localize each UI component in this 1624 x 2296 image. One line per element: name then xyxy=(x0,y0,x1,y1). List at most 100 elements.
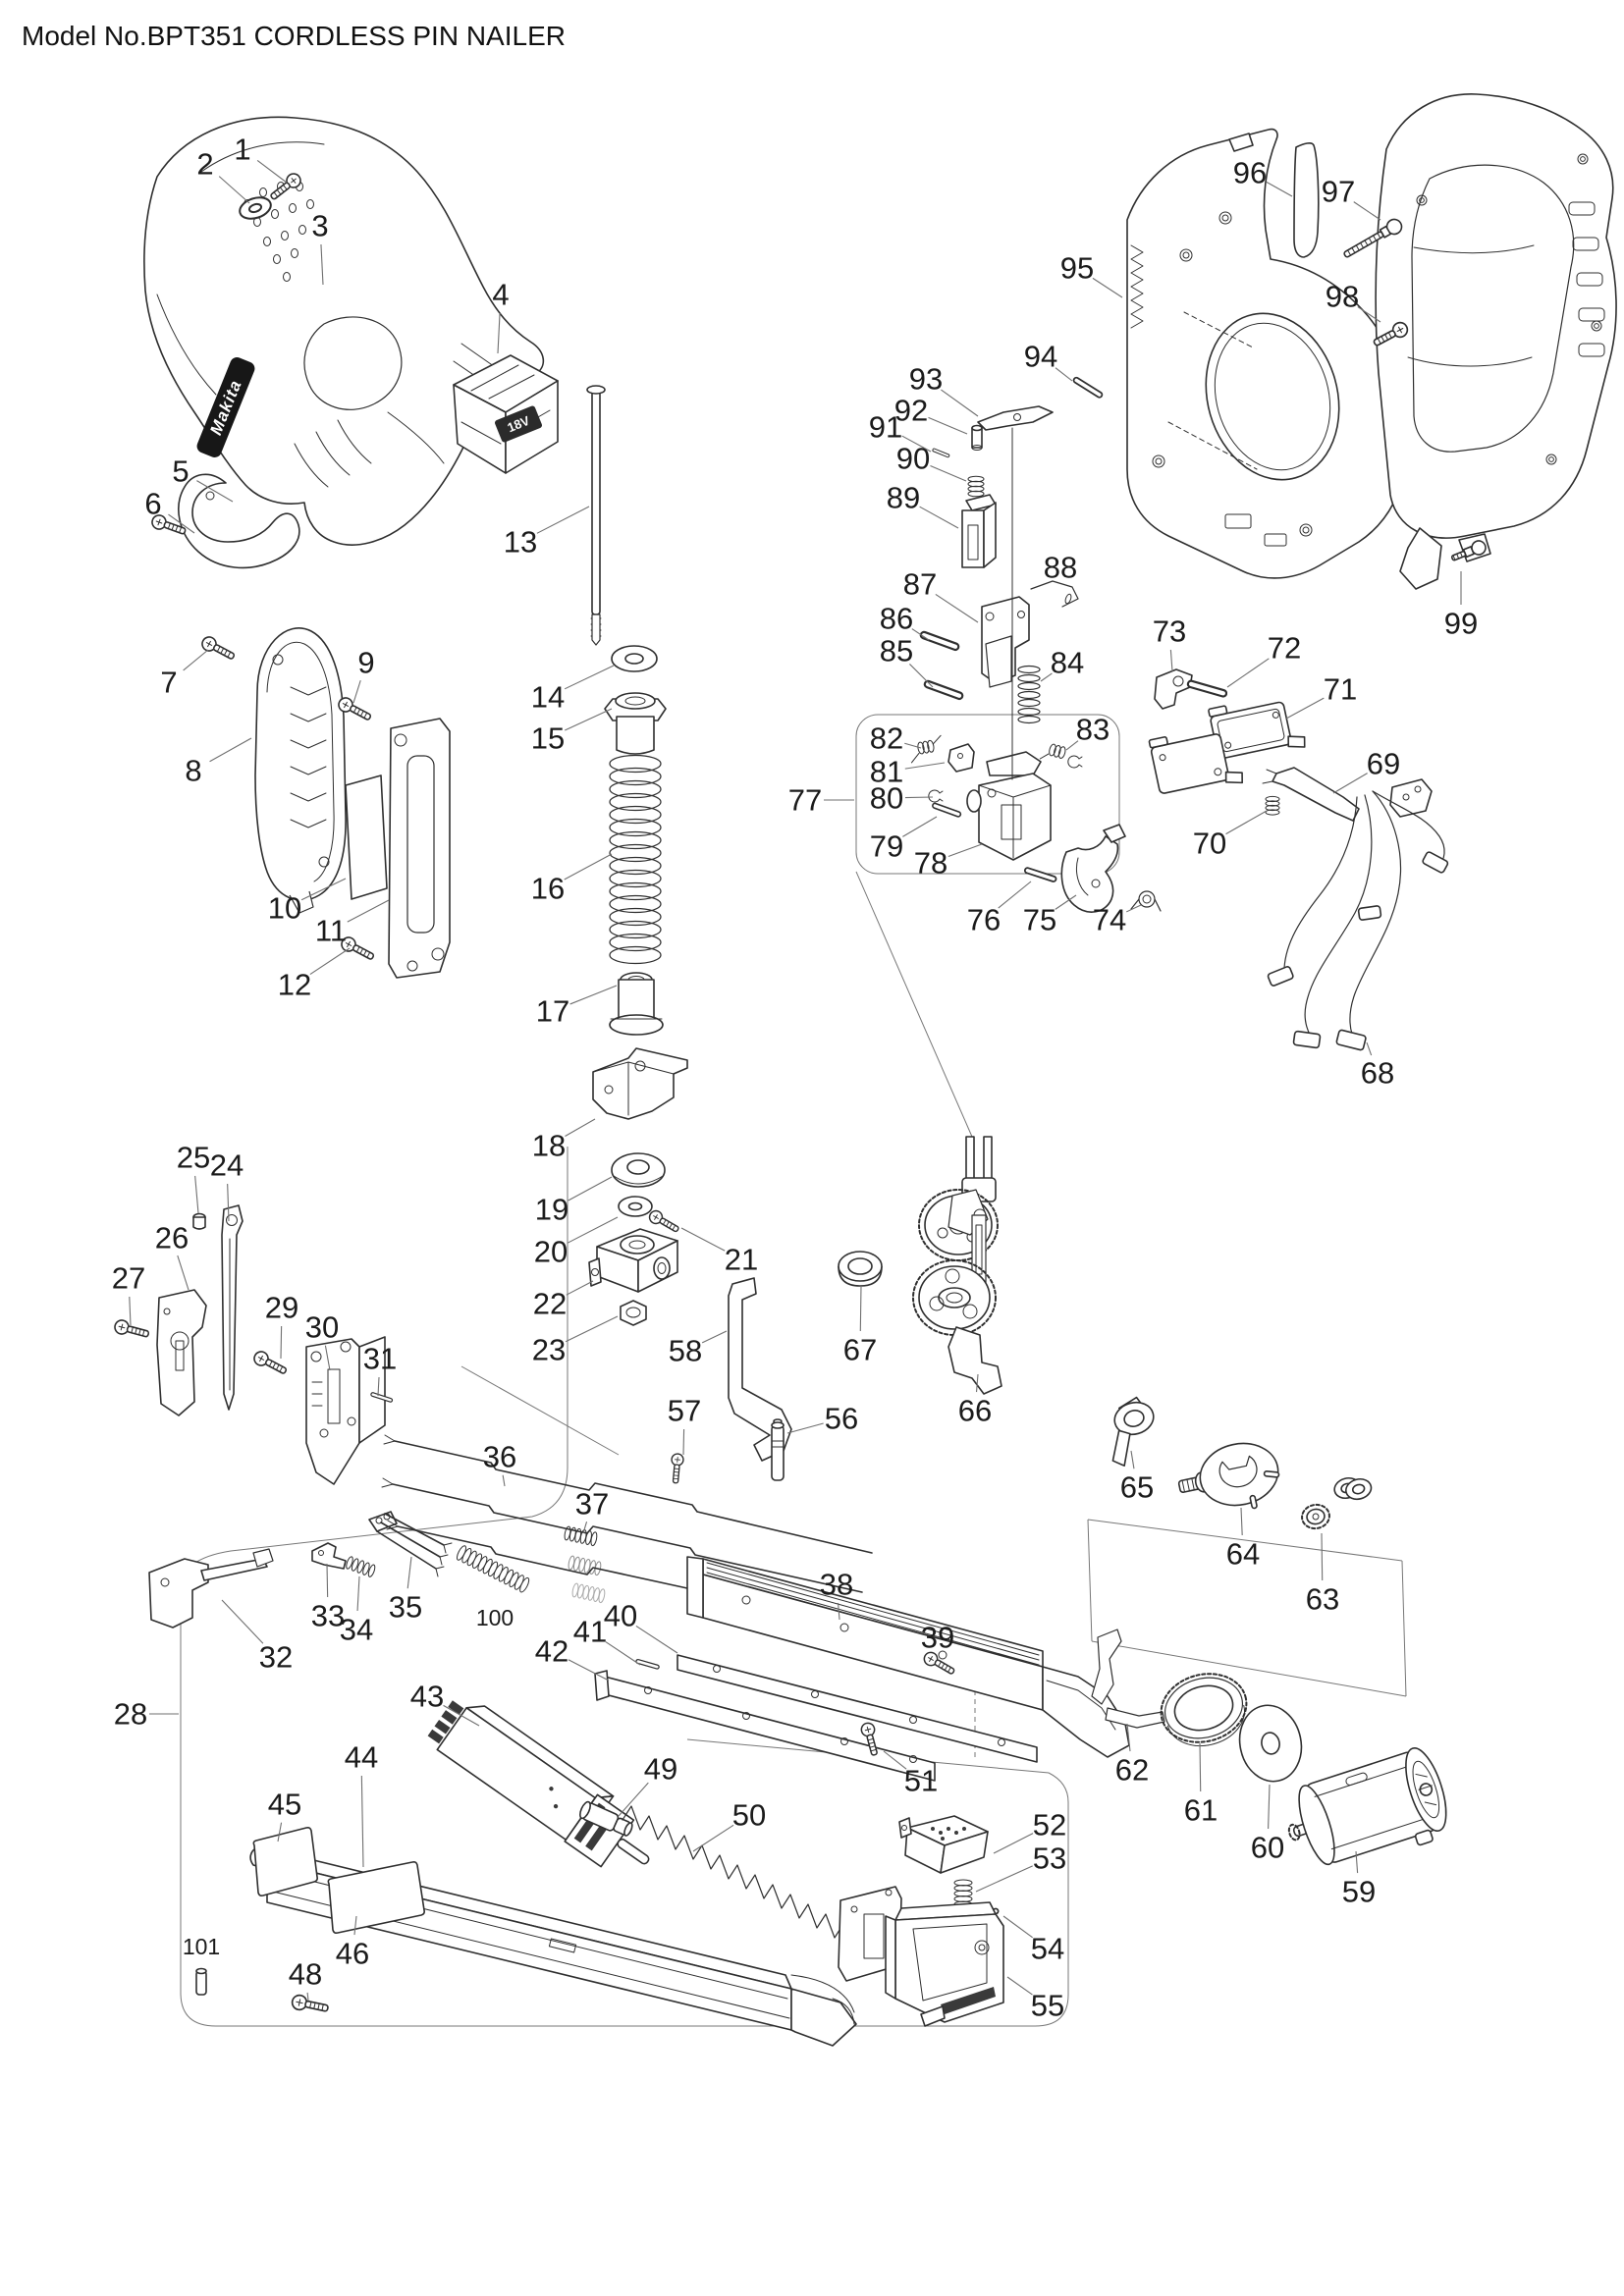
gear-plate-64 xyxy=(1177,1442,1280,1510)
leader-line-40 xyxy=(635,1625,678,1654)
part-label-45: 45 xyxy=(268,1788,301,1822)
part-label-80: 80 xyxy=(870,781,903,816)
leader-line-83 xyxy=(1065,740,1079,751)
part-label-55: 55 xyxy=(1031,1989,1064,2023)
part-label-27: 27 xyxy=(112,1261,145,1296)
part-label-81: 81 xyxy=(870,755,903,789)
part-label-22: 22 xyxy=(533,1287,567,1321)
screw-7-icon xyxy=(198,633,238,665)
leader-line-76 xyxy=(998,881,1032,909)
leader-line-95 xyxy=(1092,277,1123,298)
washer-14 xyxy=(611,645,658,672)
leader-line-10 xyxy=(300,878,347,901)
part-label-31: 31 xyxy=(363,1342,397,1376)
spring-37b-icon xyxy=(568,1555,602,1576)
pin-72-icon xyxy=(1186,678,1228,699)
leader-line-43 xyxy=(443,1704,480,1727)
pin-79-icon xyxy=(931,801,962,819)
part-label-20: 20 xyxy=(534,1235,568,1269)
part-label-78: 78 xyxy=(914,846,947,881)
part-label-13: 13 xyxy=(504,525,537,560)
part-label-21: 21 xyxy=(725,1243,758,1277)
spring-37c-icon xyxy=(571,1582,606,1604)
screw-29-icon xyxy=(250,1348,290,1379)
leader-line-25 xyxy=(194,1175,199,1214)
leader-line-6 xyxy=(168,513,195,534)
spring-50-icon xyxy=(622,1805,853,1949)
cylinder-92 xyxy=(971,424,983,451)
part-label-50: 50 xyxy=(732,1798,766,1833)
part-label-36: 36 xyxy=(483,1440,516,1474)
leader-line-67 xyxy=(859,1285,862,1332)
driver-blade-24 xyxy=(221,1204,244,1411)
construction-lines xyxy=(180,871,1407,2027)
leader-line-54 xyxy=(1002,1915,1034,1939)
assembly-box-77 xyxy=(855,714,1120,875)
latch-cluster xyxy=(148,1511,453,1629)
slider-89 xyxy=(961,494,997,568)
part-label-49: 49 xyxy=(644,1752,677,1787)
part-label-89: 89 xyxy=(887,481,920,515)
part-label-77: 77 xyxy=(788,783,822,818)
pin-91-icon xyxy=(931,448,950,458)
part-label-76: 76 xyxy=(967,903,1001,937)
cover-8 xyxy=(254,627,347,914)
sticker-46 xyxy=(327,1861,425,1934)
part-label-56: 56 xyxy=(825,1402,858,1436)
bushing-67 xyxy=(838,1251,883,1287)
leader-line-96 xyxy=(1266,181,1293,197)
latch-81 xyxy=(947,743,975,773)
spring-wire-88 xyxy=(1030,580,1079,608)
part-label-18: 18 xyxy=(532,1129,566,1163)
part-label-59: 59 xyxy=(1342,1875,1376,1909)
part-label-3: 3 xyxy=(311,209,328,243)
grommet-19 xyxy=(611,1152,666,1188)
housing-cluster xyxy=(1071,93,1617,590)
leader-line-87 xyxy=(935,594,979,623)
part-label-9: 9 xyxy=(357,646,374,680)
leader-line-42 xyxy=(568,1659,610,1682)
leader-line-82 xyxy=(904,742,922,749)
bracket-32 xyxy=(148,1548,274,1629)
lever-93 xyxy=(977,405,1054,780)
spring-82-icon xyxy=(910,734,942,764)
part-label-39: 39 xyxy=(921,1621,954,1655)
part-label-25: 25 xyxy=(177,1141,210,1175)
bracket-11 xyxy=(388,718,451,979)
leader-line-21 xyxy=(680,1227,726,1252)
spring-70-icon xyxy=(1265,795,1280,816)
leader-line-20 xyxy=(567,1216,619,1244)
pusher-43 xyxy=(427,1700,650,1868)
part-label-84: 84 xyxy=(1051,646,1084,680)
leader-line-23 xyxy=(565,1315,619,1343)
trigger-75 xyxy=(1060,824,1126,913)
part-label-42: 42 xyxy=(535,1634,568,1669)
ratchet-cluster xyxy=(669,1136,1002,1484)
leader-line-90 xyxy=(930,464,967,482)
leader-line-81 xyxy=(904,762,946,770)
leader-line-58 xyxy=(701,1330,728,1344)
leader-line-15 xyxy=(565,708,613,731)
part-label-94: 94 xyxy=(1024,340,1057,374)
pin-49-icon xyxy=(579,1800,633,1837)
part-label-71: 71 xyxy=(1324,672,1357,707)
hook-5 xyxy=(178,473,300,569)
part-label-14: 14 xyxy=(531,680,565,715)
part-label-69: 69 xyxy=(1367,747,1400,781)
leader-line-71 xyxy=(1285,697,1325,720)
switch-cluster xyxy=(1148,678,1449,1051)
part-label-88: 88 xyxy=(1044,551,1077,585)
leader-line-62 xyxy=(1126,1723,1131,1752)
part-label-28: 28 xyxy=(114,1697,147,1732)
part-label-57: 57 xyxy=(668,1394,701,1428)
part-label-67: 67 xyxy=(843,1333,877,1367)
pin-56 xyxy=(771,1418,785,1481)
leader-line-12 xyxy=(309,947,351,975)
part-label-46: 46 xyxy=(336,1937,369,1971)
leader-line-49 xyxy=(618,1782,649,1817)
screw-48-icon xyxy=(290,1993,331,2017)
leader-line-66 xyxy=(975,1373,979,1393)
lever-65 xyxy=(1111,1396,1155,1467)
part-label-73: 73 xyxy=(1153,614,1186,649)
